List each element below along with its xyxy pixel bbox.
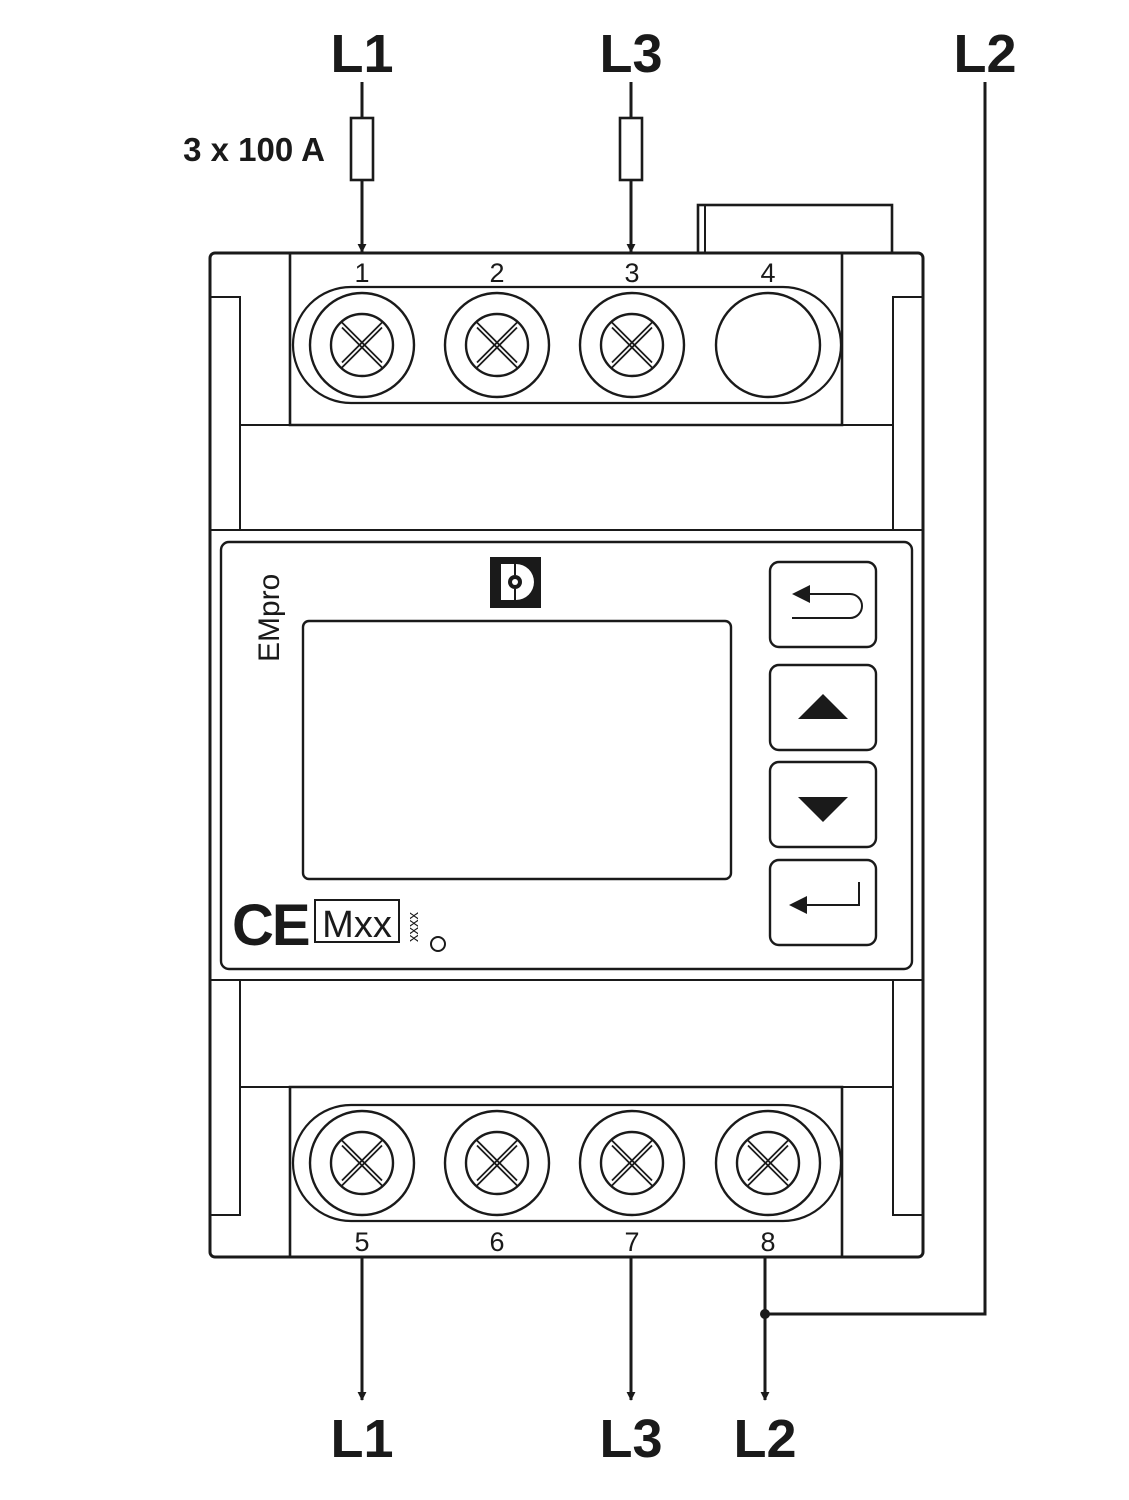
fuse-l1 — [349, 116, 375, 182]
screw-cross-icon — [476, 1139, 518, 1187]
up-button[interactable] — [768, 663, 878, 752]
down-button[interactable] — [768, 760, 878, 849]
terminal-7 — [578, 1109, 686, 1217]
arrow-up-icon — [798, 694, 848, 719]
bottom-terminal-strip — [291, 1103, 843, 1223]
terminal-number-3: 3 — [624, 258, 639, 288]
lcd-display — [301, 619, 733, 881]
phase-label-top-l2: L2 — [953, 24, 1016, 84]
enter-icon — [789, 882, 860, 914]
terminal-8 — [714, 1109, 822, 1217]
metrology-mark: Mxx — [322, 904, 392, 946]
bottom-terminals — [308, 1109, 822, 1217]
fuse-rating-label: 3 x 100 A — [183, 131, 325, 168]
terminal-number-4: 4 — [760, 258, 775, 288]
terminal-3 — [578, 291, 686, 399]
terminal-number-5: 5 — [354, 1227, 369, 1257]
phase-label-top-l1: L1 — [330, 24, 393, 84]
incoming-wire-l1 — [349, 82, 375, 253]
ce-mark: CE — [232, 893, 309, 958]
terminal-2 — [443, 291, 551, 399]
terminal-4 — [714, 291, 822, 399]
screw-cross-icon — [341, 321, 383, 369]
terminal-number-7: 7 — [624, 1227, 639, 1257]
back-arrow-icon — [792, 585, 863, 619]
terminal-number-2: 2 — [489, 258, 504, 288]
fuse-l3 — [618, 116, 644, 182]
screw-cross-icon — [747, 1139, 789, 1187]
arrow-down-icon — [798, 797, 848, 822]
screw-cross-icon — [611, 321, 653, 369]
status-led — [430, 936, 446, 952]
manufacturer-logo-icon — [490, 557, 541, 608]
screw-cross-icon — [611, 1139, 653, 1187]
terminal-1 — [308, 291, 416, 399]
phase-label-bottom-l2: L2 — [733, 1409, 796, 1469]
phase-label-bottom-l3: L3 — [599, 1409, 662, 1469]
terminal-number-6: 6 — [489, 1227, 504, 1257]
terminal-5 — [308, 1109, 416, 1217]
phase-label-top-l3: L3 — [599, 24, 662, 84]
top-terminals — [308, 291, 822, 399]
terminal-6 — [443, 1109, 551, 1217]
incoming-wire-l3 — [618, 82, 644, 253]
energy-meter: EMpro CE Mxx xxxx — [208, 203, 925, 1259]
screw-cross-icon — [476, 321, 518, 369]
top-terminal-strip — [291, 285, 843, 405]
bypass-wire-l2 — [765, 82, 987, 1316]
metrology-mark-box — [314, 899, 400, 943]
phase-label-bottom-l1: L1 — [330, 1409, 393, 1469]
terminal-number-8: 8 — [760, 1227, 775, 1257]
back-button[interactable] — [768, 560, 878, 649]
metrology-code: xxxx — [405, 912, 422, 943]
screw-cross-icon — [341, 1139, 383, 1187]
enter-button[interactable] — [768, 858, 878, 947]
brand-label: EMpro — [253, 574, 286, 662]
top-clip — [696, 203, 894, 255]
terminal-number-1: 1 — [354, 258, 369, 288]
